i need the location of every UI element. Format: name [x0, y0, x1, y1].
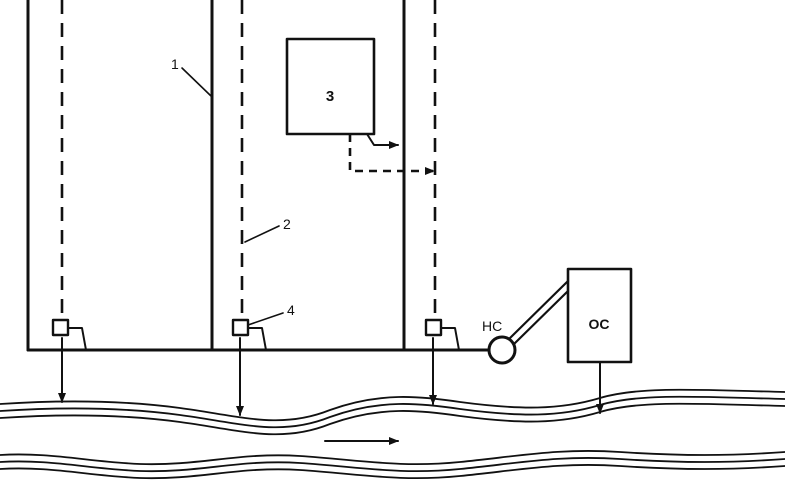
- pressure-pipe-line-b: [512, 289, 570, 346]
- outlet-left: [51, 318, 87, 351]
- outlet-box: [51, 318, 70, 337]
- river-bank-line: [0, 395, 785, 429]
- river-bank-line: [0, 402, 785, 436]
- pump-station: НС: [482, 279, 570, 365]
- treatment-plant: ОС: [566, 267, 633, 364]
- pressure-pipe-line-a: [507, 279, 570, 341]
- label-2: 2: [283, 216, 291, 232]
- callout-labels: 1 2 4: [171, 56, 295, 326]
- pump-station-circle: [487, 335, 517, 365]
- leader-line-4: [247, 312, 284, 326]
- outlet-right: [424, 318, 460, 351]
- label-1: 1: [171, 56, 179, 72]
- box-3-frame: [285, 37, 376, 136]
- pump-station-label: НС: [482, 318, 502, 334]
- box-3-arrow-dashed: [348, 134, 435, 175]
- source-box-3: 3: [285, 37, 435, 175]
- leader-line-2: [244, 225, 280, 243]
- treatment-plant-frame: [566, 267, 633, 364]
- river: [0, 388, 785, 480]
- treatment-plant-label: ОС: [589, 316, 610, 332]
- river-bank-line: [0, 457, 785, 473]
- river-bank-line: [0, 464, 785, 480]
- outlet-tail: [247, 327, 267, 351]
- river-bank-line: [0, 450, 785, 466]
- box-3-label: 3: [326, 88, 334, 105]
- label-4: 4: [287, 302, 295, 318]
- box-3-arrow-solid: [366, 133, 399, 149]
- sewer-pipelines: [60, 0, 437, 318]
- outlet-box: [424, 318, 443, 337]
- outlet-middle: [231, 318, 267, 351]
- leader-line-1: [181, 67, 212, 97]
- outlet-tail: [67, 327, 87, 351]
- outlet-tail: [440, 327, 460, 351]
- outlet-box: [231, 318, 250, 337]
- street-boundary-lines: [26, 0, 406, 352]
- river-bank-line: [0, 388, 785, 422]
